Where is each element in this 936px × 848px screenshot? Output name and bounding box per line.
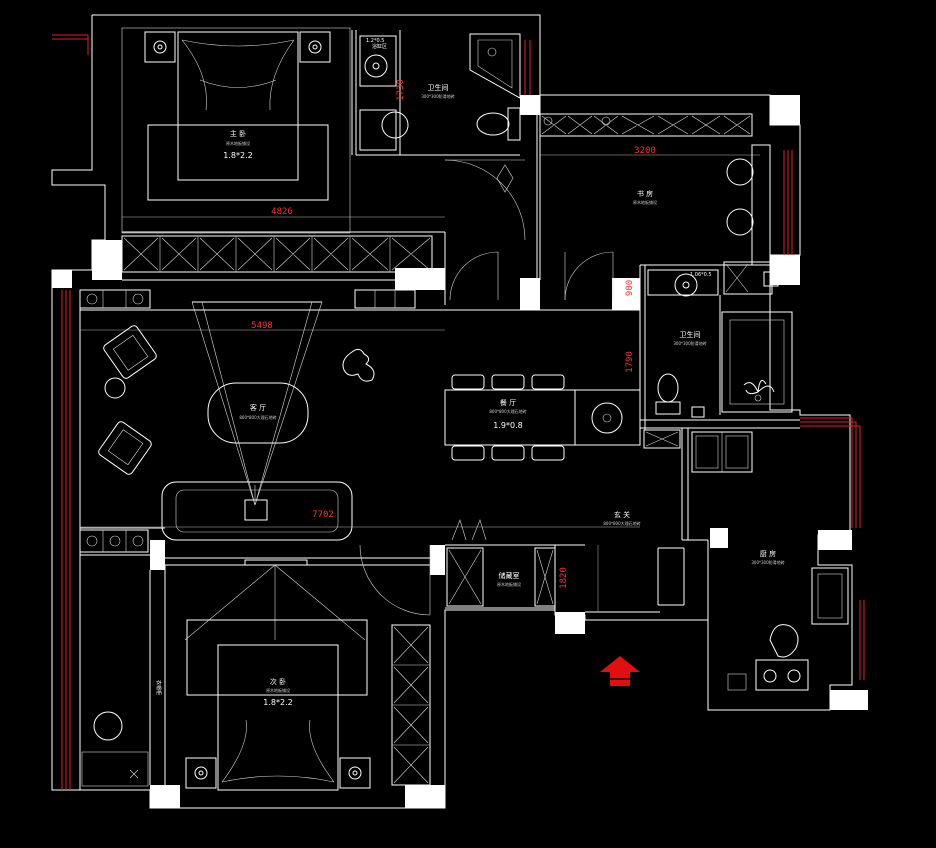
entrance-name: 玄 关: [614, 510, 630, 519]
sofa: [161, 481, 353, 541]
study-chair-2: [726, 208, 754, 236]
second-bed: [217, 644, 339, 791]
dim-master-width: 4826: [271, 207, 293, 217]
dining-room-sub: 800*800大理石地砖: [489, 408, 526, 414]
master-bed-rug: [147, 124, 329, 201]
dim-total-width: 7702: [312, 510, 334, 520]
wall-blocks: [52, 95, 868, 808]
nightstand-3: [185, 757, 217, 789]
storage-name: 储藏室: [499, 571, 520, 580]
master-bedroom-sub: 原木地板铺设: [226, 140, 250, 146]
bath2-fixture-size: 1.06*0.5: [690, 272, 712, 278]
dining-plant: [591, 402, 623, 434]
study: 3200 书 房 原木地板铺设: [449, 113, 771, 301]
dim-study-width: 3200: [634, 146, 656, 156]
side-table-1: [104, 377, 126, 399]
second-bedroom-name: 次 卧: [270, 677, 286, 686]
dining-room-name: 餐 厅: [500, 398, 516, 407]
study-bookshelf: [539, 113, 753, 137]
living-room: 5498 客 厅 800*800大理石地砖 7702: [79, 289, 640, 553]
study-chair-1: [726, 158, 754, 186]
bath-fixture-note: 浴缸区: [372, 43, 387, 50]
kitchen-sub: 300*300防滑地砖: [751, 559, 784, 565]
coffee-table: [207, 382, 309, 444]
master-bed-size: 1.8*2.2: [223, 151, 252, 160]
living-room-name: 客 厅: [250, 403, 266, 412]
kitchen: 厨 房 300*300防滑地砖: [691, 431, 849, 691]
dim-bath2-height: 1790: [625, 351, 635, 373]
kitchen-sink: [811, 567, 849, 625]
second-bed-size: 1.8*2.2: [263, 698, 292, 707]
bathroom-right: 1.06*0.5 卫生间 300*300防滑地砖 900 1790: [625, 261, 793, 418]
bath-vanity: [359, 35, 397, 87]
dining-table-size: 1.9*0.8: [493, 421, 522, 430]
bathroom-right-sub: 300*300防滑地砖: [673, 340, 706, 346]
study-desk: [751, 144, 771, 266]
study-name: 书 房: [637, 189, 653, 198]
cloak-chair: [93, 711, 123, 741]
entrance-storage: 玄 关 800*800大理石地砖 储藏室 原木地板铺设 1820: [359, 510, 641, 686]
dim-living-width: 5498: [251, 321, 273, 331]
study-sub: 原木地板铺设: [633, 199, 657, 205]
kitchen-plant-icon: [769, 624, 799, 658]
second-bedroom-sub: 原木地板铺设: [266, 687, 290, 693]
armchair-2: [98, 421, 152, 475]
master-bed: [177, 31, 299, 181]
kitchen-name: 厨 房: [760, 549, 776, 558]
bathroom-top-sub: 300*300防滑地砖: [421, 93, 454, 99]
bathroom-top: 1.2*0.5 浴缸区 卫生间 300*300防滑地砖 1730: [359, 33, 521, 193]
entrance-sub: 800*800大理石地砖: [603, 520, 640, 526]
dining-room: 餐 厅 800*800大理石地砖 1.9*0.8: [444, 374, 681, 461]
second-bed-rug: [186, 619, 368, 696]
master-bedroom-name: 主 卧: [230, 129, 246, 138]
second-wardrobe: [391, 624, 431, 786]
second-bedroom: 次 卧 原木地板铺设 1.8*2.2 衣帽柜: [81, 559, 431, 791]
side-note: 衣帽柜: [155, 680, 162, 695]
storage-sub: 原木地板铺设: [497, 581, 521, 587]
bathroom-top-name: 卫生间: [428, 83, 449, 92]
entry-arrow-icon: [600, 656, 640, 686]
master-wardrobe: [121, 235, 433, 273]
bath-washer: [381, 111, 409, 139]
dim-corridor-gap: 900: [625, 280, 635, 296]
bath-fixture-size: 1.2*0.5: [366, 38, 384, 44]
bathroom-right-name: 卫生间: [680, 330, 701, 339]
dim-bath-height: 1730: [396, 79, 406, 101]
armchair-1: [103, 325, 157, 379]
nightstand-4: [339, 757, 371, 789]
nightstand-left: [144, 31, 176, 63]
nightstand-right: [299, 31, 331, 63]
rug-toy-icon: [342, 348, 375, 382]
interior-walls: [79, 30, 800, 790]
master-bedroom: 主 卧 原木地板铺设 1.8*2.2 4826: [121, 27, 526, 273]
stove: [755, 659, 809, 691]
living-room-sub: 800*800大理石地砖: [239, 414, 276, 420]
dim-storage-height: 1820: [559, 567, 569, 589]
